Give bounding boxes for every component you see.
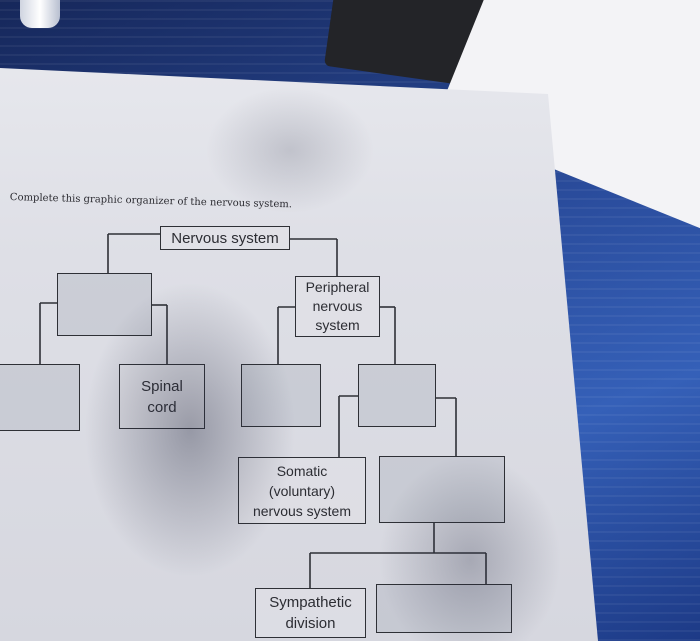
box-label: Peripheral nervous system xyxy=(305,279,370,333)
box-label: Sympathetic division xyxy=(269,594,352,632)
box-sympathetic-division: Sympathetic division xyxy=(255,588,366,638)
blank-box-autonomic[interactable] xyxy=(379,456,505,523)
box-nervous-system: Nervous system xyxy=(160,226,290,250)
blank-box-motor[interactable] xyxy=(358,364,436,427)
blank-box-central[interactable] xyxy=(57,273,152,336)
blank-box-sensory[interactable] xyxy=(241,364,321,427)
box-label: Somatic (voluntary) nervous system xyxy=(252,462,352,519)
blank-box-brain[interactable] xyxy=(0,364,80,431)
bottle-cap xyxy=(20,0,60,28)
box-label: Spinal cord xyxy=(141,377,183,416)
box-peripheral-nervous-system: Peripheral nervous system xyxy=(295,276,380,337)
box-label: Nervous system xyxy=(171,229,279,247)
blank-box-parasympathetic[interactable] xyxy=(376,584,512,633)
box-somatic-nervous-system: Somatic (voluntary) nervous system xyxy=(238,457,366,524)
box-spinal-cord: Spinal cord xyxy=(119,364,205,429)
